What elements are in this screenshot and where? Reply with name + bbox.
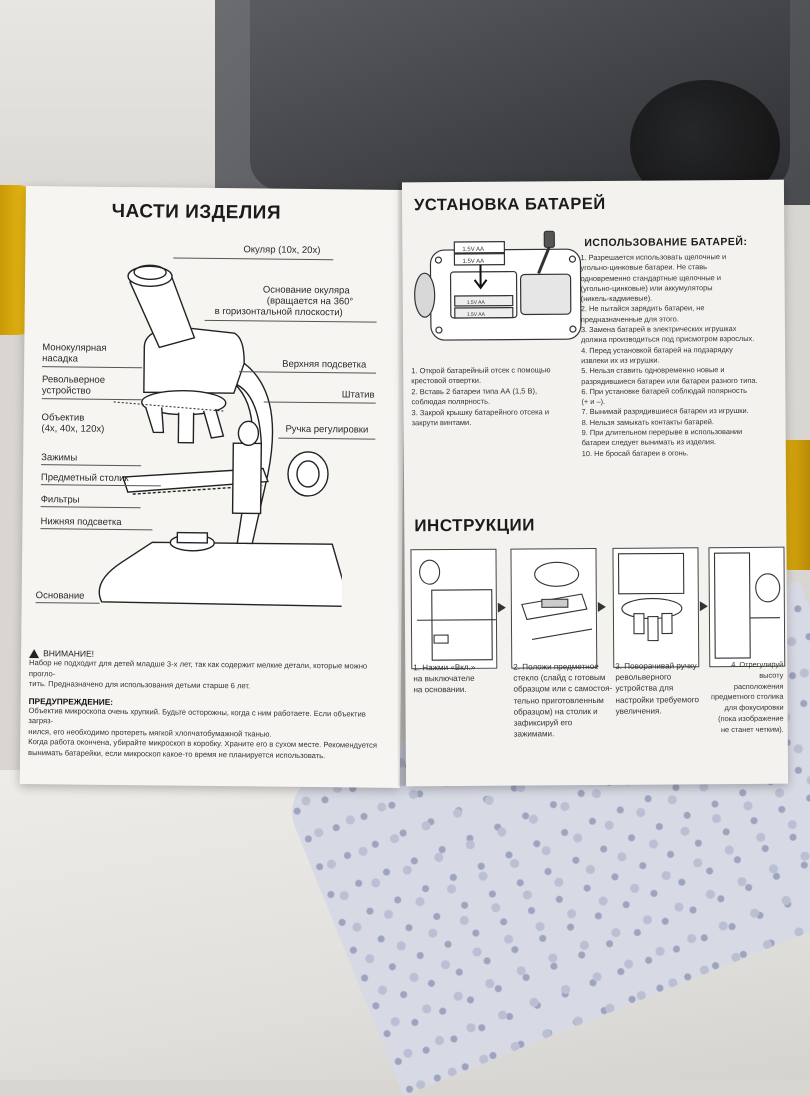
label-stage: Предметный столик bbox=[40, 472, 129, 485]
step-arrow-icon bbox=[597, 601, 606, 612]
instructions-title: ИНСТРУКЦИИ bbox=[414, 515, 536, 536]
step-line: 2. Положи предметное bbox=[513, 661, 599, 672]
step-line: устройства для bbox=[615, 683, 674, 694]
label-revolver-1: Револьверное bbox=[41, 374, 106, 386]
battery-label-4: 1.5V AA bbox=[467, 312, 486, 318]
microscope-diagram bbox=[98, 264, 345, 608]
step-2-image bbox=[510, 547, 598, 669]
warning-section: ВНИМАНИЕ! Набор не подходит для детей мл… bbox=[28, 648, 379, 762]
label-clamps: Зажимы bbox=[41, 452, 78, 464]
step-line: 3. Поворачивай ручку bbox=[615, 661, 697, 671]
step-arrow-icon bbox=[497, 602, 506, 613]
step-line: настройки требуемого bbox=[615, 694, 699, 705]
battery-label-1: 1.5V AA bbox=[462, 247, 484, 253]
label-revolver-2: устройство bbox=[41, 385, 91, 397]
booklet-right-page: УСТАНОВКА БАТАРЕЙ 1.5V AA 1.5V AA 1.5V A… bbox=[401, 179, 789, 787]
rule-line: 7. Вынимай разрядившиеся батареи из игру… bbox=[581, 406, 749, 417]
install-line: закрути винтами. bbox=[411, 417, 472, 428]
battery-label-2: 1.5V AA bbox=[462, 259, 484, 265]
install-steps: 1. Открой батарейный отсек с помощью кре… bbox=[411, 365, 576, 429]
step-line: 4. Отрегулируй bbox=[731, 659, 784, 670]
label-objective-1: Объектив bbox=[41, 412, 85, 424]
step-1-image bbox=[410, 548, 498, 670]
step-1-text: 1. Нажми «Вкл.» на выключателе на основа… bbox=[413, 662, 505, 696]
step-line: на выключателе bbox=[413, 674, 475, 684]
step-line: образцом или с самостоя- bbox=[513, 684, 613, 694]
rule-line: 10. Не бросай батареи в огонь. bbox=[581, 447, 689, 458]
step-line: тельно приготовленным bbox=[513, 695, 604, 706]
warning-title: ВНИМАНИЕ! bbox=[43, 648, 95, 659]
label-eyepiece-base-3: в горизонтальной плоскости) bbox=[214, 305, 343, 319]
label-eyepiece-base-1: Основание окуляра bbox=[262, 284, 350, 297]
step-line: зафиксируй его bbox=[513, 718, 573, 728]
battery-label-3: 1.5V AA bbox=[467, 300, 486, 306]
label-filters: Фильтры bbox=[40, 494, 80, 506]
step-line: 1. Нажми «Вкл.» bbox=[413, 662, 476, 673]
step-arrow-icon bbox=[699, 601, 708, 612]
label-eyepiece-base-2: (вращается на 360° bbox=[266, 295, 354, 308]
step-line: стекло (слайд с готовым bbox=[513, 673, 606, 683]
label-eyepiece: Окуляр (10x, 20x) bbox=[243, 244, 321, 257]
rule-line: 6. При установке батарей соблюдай полярн… bbox=[581, 385, 747, 396]
battery-compartment-diagram: 1.5V AA 1.5V AA 1.5V AA 1.5V AA bbox=[414, 230, 582, 341]
step-line: предметного столика bbox=[710, 692, 784, 702]
step-line: для фокусировки bbox=[724, 702, 784, 713]
label-stand: Штатив bbox=[341, 389, 375, 401]
step-3-text: 3. Поворачивай ручку револьверного устро… bbox=[615, 660, 711, 717]
page-title: ЧАСТИ ИЗДЕЛИЯ bbox=[111, 200, 282, 224]
step-4-image bbox=[708, 546, 786, 668]
label-objective-2: (4x, 40x, 120x) bbox=[41, 423, 105, 435]
step-2-text: 2. Положи предметное стекло (слайд с гот… bbox=[513, 661, 614, 740]
step-line: револьверного bbox=[615, 672, 672, 683]
label-monocular-1: Монокулярная bbox=[42, 342, 107, 354]
label-monocular-2: насадка bbox=[42, 353, 79, 365]
rule-line: должна производиться под присмотром взро… bbox=[580, 334, 755, 345]
step-line: не станет четким). bbox=[720, 724, 784, 734]
label-top-light: Верхняя подсветка bbox=[282, 358, 367, 371]
booklet-left-page: ЧАСТИ ИЗДЕЛИЯ bbox=[19, 186, 406, 788]
step-line: образцом) на столик и bbox=[513, 706, 598, 717]
label-bottom-light: Нижняя подсветка bbox=[40, 516, 122, 529]
battery-install-title: УСТАНОВКА БАТАРЕЙ bbox=[413, 194, 606, 215]
leader-line bbox=[35, 602, 100, 604]
step-line: увеличения. bbox=[615, 706, 662, 716]
battery-usage-title: ИСПОЛЬЗОВАНИЕ БАТАРЕЙ: bbox=[584, 235, 748, 250]
step-line: зажимами. bbox=[513, 729, 555, 739]
step-line: расположения bbox=[733, 681, 784, 691]
warning-line-2: тить. Предназначено для использования де… bbox=[28, 679, 251, 691]
battery-usage-rules: 1. Разрешается использовать щелочные и у… bbox=[580, 252, 771, 459]
step-4-text: 4. Отрегулируй высоту расположения предм… bbox=[703, 660, 784, 736]
step-3-image bbox=[612, 547, 700, 668]
step-line: на основании. bbox=[413, 685, 467, 695]
step-line: высоту bbox=[759, 670, 784, 680]
label-focus-knob: Ручка регулировки bbox=[285, 423, 369, 436]
warning-triangle-icon bbox=[29, 648, 40, 658]
label-base: Основание bbox=[35, 590, 85, 602]
step-line: (пока изображение bbox=[718, 713, 784, 724]
